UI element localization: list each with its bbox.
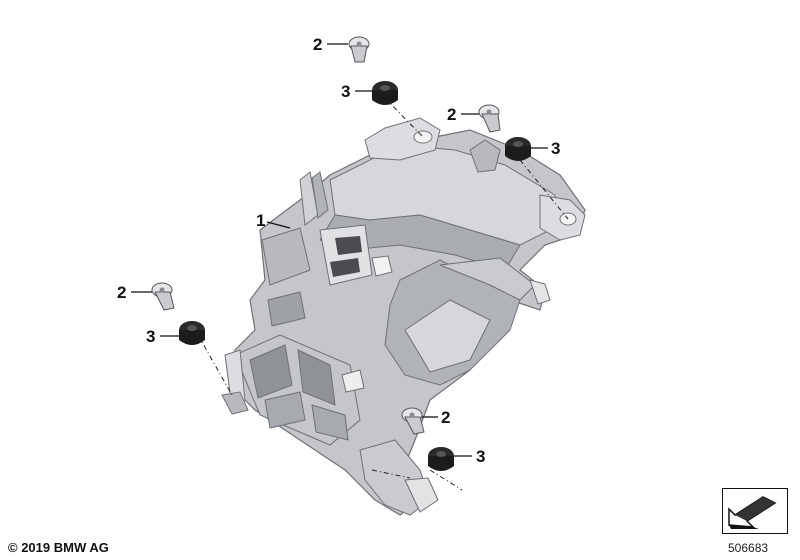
callout-labels: 2 3 2 3 1 2 3 2 3 <box>117 35 560 466</box>
callout-2-bottom: 2 <box>441 408 450 427</box>
callout-2-left: 2 <box>117 283 126 302</box>
screw-top <box>348 36 370 63</box>
callout-2-right: 2 <box>447 105 456 124</box>
bracket-part-1 <box>221 117 586 516</box>
callout-1-bracket: 1 <box>256 211 265 230</box>
copyright-text: © 2019 BMW AG <box>8 540 109 555</box>
callout-3-right: 3 <box>551 139 560 158</box>
grommet-right <box>505 137 531 161</box>
screw-left <box>151 282 175 311</box>
callout-3-bottom: 3 <box>476 447 485 466</box>
grommet-left <box>179 321 205 345</box>
callout-leaders <box>131 43 548 457</box>
grommet-bottom <box>428 447 454 471</box>
grommet-top <box>372 81 398 105</box>
callout-3-left: 3 <box>146 327 155 346</box>
diagram-number: 506683 <box>728 541 769 555</box>
screw-right <box>478 104 501 133</box>
assembly-lines <box>197 97 569 491</box>
parts-catalog-arrow-icon <box>722 488 788 534</box>
callout-3-top: 3 <box>341 82 350 101</box>
callout-2-top: 2 <box>313 35 322 54</box>
screw-bottom <box>401 407 425 435</box>
